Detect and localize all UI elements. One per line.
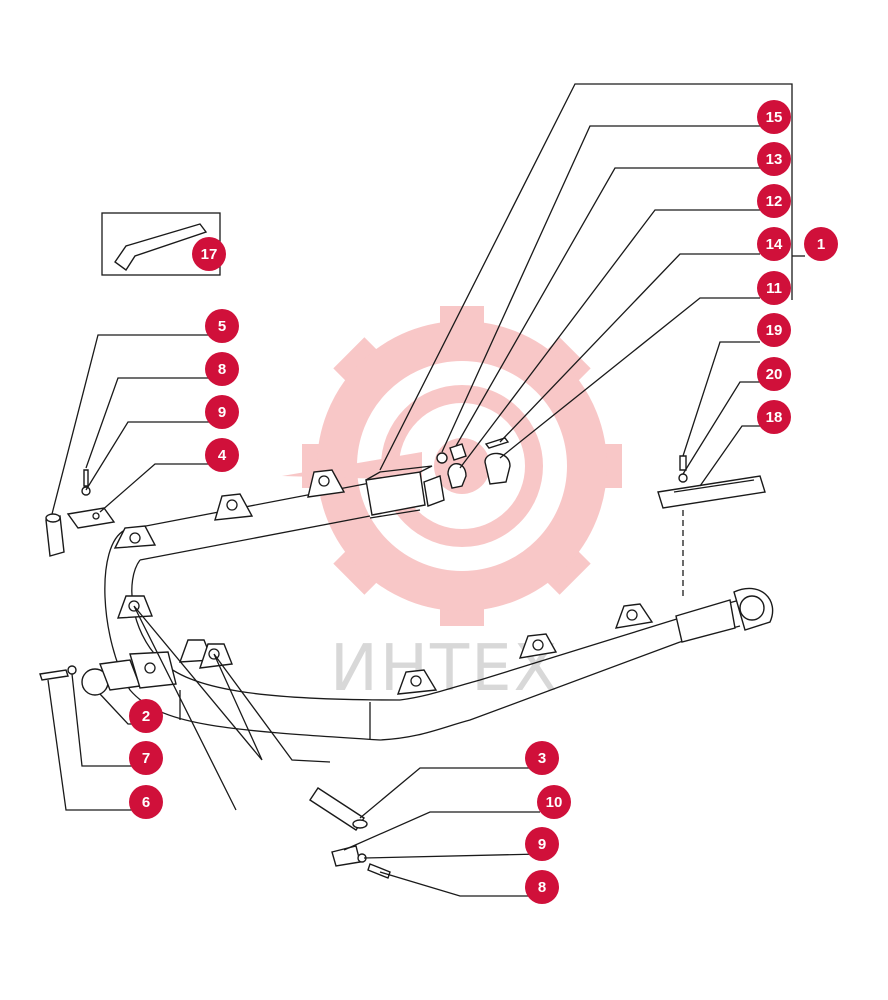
callout-9-top: 9: [205, 395, 239, 429]
callout-7: 7: [129, 741, 163, 775]
callout-14: 14: [757, 227, 791, 261]
svg-text:11: 11: [766, 280, 782, 297]
watermark-gear-icon: [282, 306, 622, 626]
callout-10: 10: [537, 785, 571, 819]
svg-text:12: 12: [766, 193, 783, 210]
pin-parts: [309, 787, 391, 879]
ball-parts: [39, 651, 177, 696]
callout-18: 18: [757, 400, 791, 434]
svg-text:17: 17: [201, 246, 218, 263]
svg-text:3: 3: [538, 750, 546, 767]
svg-text:13: 13: [766, 151, 783, 168]
svg-text:10: 10: [546, 794, 563, 811]
svg-text:4: 4: [218, 447, 227, 464]
svg-text:8: 8: [218, 361, 226, 378]
callout-8-bottom: 8: [525, 870, 559, 904]
svg-text:1: 1: [817, 236, 825, 253]
callout-20: 20: [757, 357, 791, 391]
svg-text:5: 5: [218, 318, 226, 335]
callout-15: 15: [757, 100, 791, 134]
callout-11: 11: [757, 271, 791, 305]
svg-text:18: 18: [766, 409, 783, 426]
rack-part: [657, 455, 766, 600]
callout-6: 6: [129, 785, 163, 819]
svg-text:9: 9: [218, 404, 226, 421]
callout-12: 12: [757, 184, 791, 218]
callout-19: 19: [757, 313, 791, 347]
left-small-parts: [45, 469, 116, 557]
svg-text:2: 2: [142, 708, 150, 725]
callout-9-bottom: 9: [525, 827, 559, 861]
svg-text:15: 15: [766, 109, 783, 126]
svg-text:14: 14: [766, 236, 783, 253]
callout-2: 2: [129, 699, 163, 733]
callout-3: 3: [525, 741, 559, 775]
svg-text:19: 19: [766, 322, 783, 339]
callout-1: 1: [804, 227, 838, 261]
svg-text:20: 20: [766, 366, 783, 383]
callout-8-top: 8: [205, 352, 239, 386]
svg-text:6: 6: [142, 794, 150, 811]
svg-text:9: 9: [538, 836, 546, 853]
svg-text:8: 8: [538, 879, 546, 896]
callout-5: 5: [205, 309, 239, 343]
leader-lines: [47, 83, 805, 897]
watermark-text: ИНТЕХ: [330, 632, 559, 706]
callout-13: 13: [757, 142, 791, 176]
callout-4: 4: [205, 438, 239, 472]
bushing-parts: [436, 437, 511, 489]
svg-text:7: 7: [142, 750, 150, 767]
frame-assembly: [104, 465, 774, 741]
callout-17: 17: [192, 237, 226, 271]
